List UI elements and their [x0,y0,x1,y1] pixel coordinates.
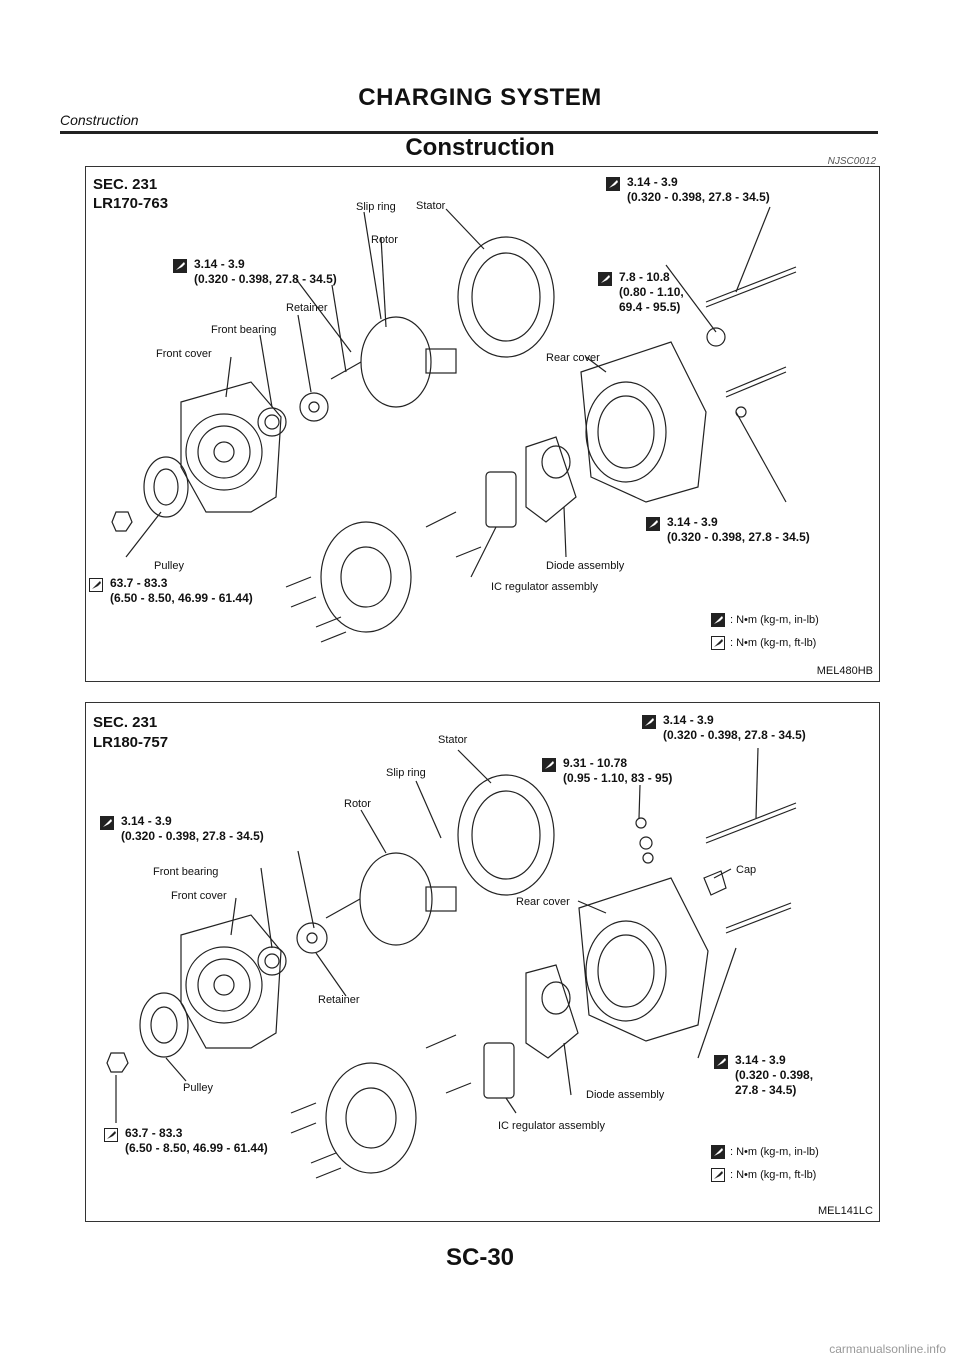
section-code: NJSC0012 [827,156,876,167]
page-number: SC-30 [445,1244,515,1271]
diagram-lr180-757: SEC. 231 LR180-757 Stator Slip ring Roto… [85,702,880,1222]
torque-wrench-inlb-icon [542,758,556,772]
torque-wrench-inlb-icon [711,1145,725,1159]
torque-spec-5: 63.7 - 83.3 (6.50 - 8.50, 46.99 - 61.44) [110,576,253,605]
torque-spec-5: 63.7 - 83.3 (6.50 - 8.50, 46.99 - 61.44) [125,1126,268,1155]
legend-ftlb: : N•m (kg-m, ft-lb) [730,1169,817,1181]
torque-wrench-inlb-icon [173,259,187,273]
legend-inlb: : N•m (kg-m, in-lb) [730,614,819,626]
label-diode-assembly: Diode assembly [586,1089,665,1101]
label-pulley: Pulley [183,1082,213,1094]
torque-spec-1: 3.14 - 3.9 (0.320 - 0.398, 27.8 - 34.5) [663,713,806,742]
label-front-cover: Front cover [171,890,227,902]
torque-spec-3: 3.14 - 3.9 (0.320 - 0.398, 27.8 - 34.5) [121,814,264,843]
torque-wrench-ftlb-icon [711,1168,725,1182]
torque-wrench-inlb-icon [598,272,612,286]
label-pulley: Pulley [154,560,184,572]
label-retainer: Retainer [318,994,360,1006]
label-stator: Stator [438,734,468,746]
torque-wrench-ftlb-icon [711,636,725,650]
torque-wrench-inlb-icon [711,613,725,627]
torque-spec-2: 9.31 - 10.78 (0.95 - 1.10, 83 - 95) [563,756,673,785]
figure-reference: MEL141LC [817,1205,873,1217]
legend-ftlb: : N•m (kg-m, ft-lb) [730,637,817,649]
figure-reference: MEL480HB [816,665,873,677]
page-header-title: CHARGING SYSTEM [358,84,602,111]
label-diode-assembly: Diode assembly [546,560,625,572]
sec-number: SEC. 231 [93,176,158,193]
legend-inlb: : N•m (kg-m, in-lb) [730,1146,819,1158]
label-stator: Stator [416,200,446,212]
torque-wrench-ftlb-icon [104,1128,118,1142]
torque-wrench-inlb-icon [714,1055,728,1069]
page-header-subtitle: Construction [60,112,139,128]
torque-wrench-ftlb-icon [89,578,103,592]
torque-spec-4: 3.14 - 3.9 (0.320 - 0.398, 27.8 - 34.5) [735,1053,814,1097]
site-watermark: carmanualsonline.info [829,1342,946,1356]
label-front-bearing: Front bearing [211,324,277,336]
label-slip-ring: Slip ring [356,201,396,213]
label-rotor: Rotor [344,798,371,810]
label-retainer: Retainer [286,302,328,314]
label-front-bearing: Front bearing [153,866,219,878]
exploded-view-drawing-2 [106,747,797,1179]
torque-wrench-inlb-icon [646,517,660,531]
label-rear-cover: Rear cover [516,896,570,908]
exploded-view-drawing-1 [111,206,797,643]
torque-spec-1: 3.14 - 3.9 (0.320 - 0.398, 27.8 - 34.5) [194,257,337,286]
sec-number: SEC. 231 [93,714,158,731]
label-front-cover: Front cover [156,348,212,360]
section-title: Construction [405,134,555,161]
header-rule [60,131,878,134]
torque-spec-2: 3.14 - 3.9 (0.320 - 0.398, 27.8 - 34.5) [627,175,770,204]
label-ic-regulator: IC regulator assembly [491,581,598,593]
alternator-model: LR180-757 [93,734,169,751]
torque-wrench-inlb-icon [606,177,620,191]
torque-wrench-inlb-icon [642,715,656,729]
torque-spec-3: 7.8 - 10.8 (0.80 - 1.10, 69.4 - 95.5) [619,270,684,314]
label-ic-regulator: IC regulator assembly [498,1120,605,1132]
label-cap: Cap [736,864,757,876]
label-rotor: Rotor [371,234,398,246]
label-slip-ring: Slip ring [386,767,426,779]
label-rear-cover: Rear cover [546,352,600,364]
alternator-model: LR170-763 [93,195,169,212]
torque-wrench-inlb-icon [100,816,114,830]
torque-spec-4: 3.14 - 3.9 (0.320 - 0.398, 27.8 - 34.5) [667,515,810,544]
diagram-lr170-763: SEC. 231 LR170-763 Slip ring Stator Roto… [85,166,880,682]
